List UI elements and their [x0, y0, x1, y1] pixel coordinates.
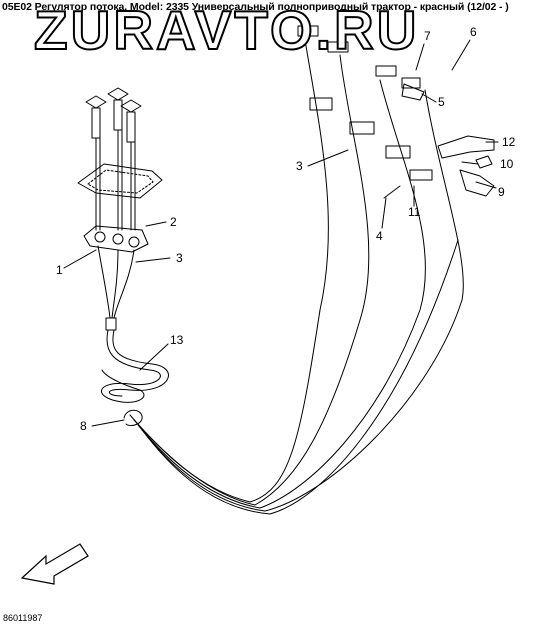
callout-1: 1 [56, 263, 63, 277]
watermark: ZURAVTO.RU [33, 0, 420, 61]
figure-reference: 86011987 [3, 613, 43, 623]
callout-3-left: 3 [176, 251, 183, 265]
callout-4: 4 [376, 229, 383, 243]
callout-7: 7 [424, 29, 431, 43]
front-direction-arrow-icon [20, 543, 89, 585]
callout-9: 9 [498, 185, 505, 199]
callout-12: 12 [502, 135, 516, 149]
control-knob-3 [120, 99, 142, 231]
callout-6: 6 [470, 25, 477, 39]
mounting-bracket [83, 225, 149, 253]
console-plate [77, 163, 163, 199]
callout-8: 8 [80, 419, 87, 433]
callout-11: 11 [408, 205, 421, 219]
callout-5: 5 [438, 95, 445, 109]
callout-10: 10 [500, 157, 514, 171]
page-title: 05E02 Регулятор потока, Model: 2335 Унив… [2, 1, 509, 13]
clamp [123, 409, 143, 427]
callout-2: 2 [170, 215, 177, 229]
callout-3-right: 3 [296, 159, 303, 173]
callout-13: 13 [170, 333, 184, 347]
control-valve-levers [297, 25, 495, 199]
control-knob-2 [107, 87, 129, 231]
control-knob-1 [85, 95, 107, 231]
